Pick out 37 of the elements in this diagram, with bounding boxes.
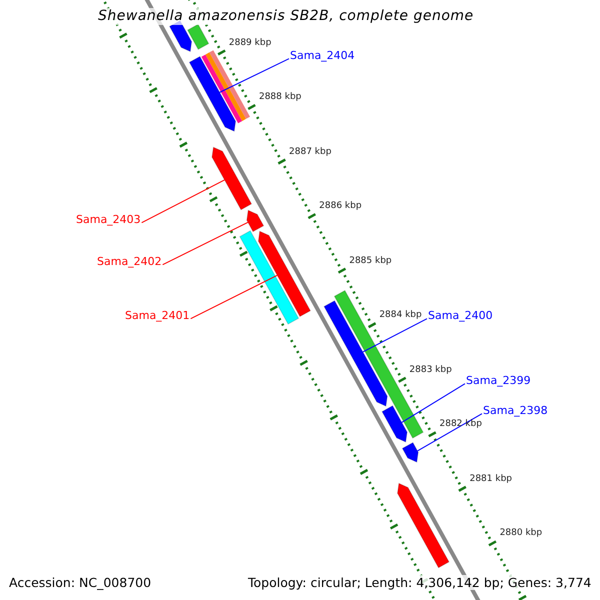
leader-line: [219, 58, 290, 93]
scale-label: 2883 kbp: [409, 364, 452, 376]
gene-feature: [211, 146, 252, 210]
gene-label: Sama_2399: [466, 374, 531, 387]
accession-text: Accession: NC_008700: [9, 574, 152, 590]
scale-label: 2884 kbp: [379, 310, 422, 322]
gene-feature: [402, 442, 419, 463]
leader-line: [162, 222, 248, 266]
gene-feature: [239, 230, 300, 325]
scale-label: 2887 kbp: [289, 146, 332, 158]
leader-line: [141, 179, 226, 224]
scale-label: 2885 kbp: [349, 256, 392, 267]
scale-label: 2886 kbp: [319, 201, 362, 212]
gene-feature: [396, 482, 450, 568]
gene-feature: [246, 210, 264, 232]
leader-line: [190, 274, 278, 320]
title: Shewanella amazonensis SB2B, complete genome: [98, 8, 474, 25]
genome-summary-text: Topology: circular; Length: 4,306,142 bp; Genes: 3,774: [248, 574, 592, 590]
gene-label: Sama_2398: [483, 404, 548, 417]
gene-feature: [381, 405, 408, 443]
leader-line: [401, 383, 466, 423]
gene-feature: [258, 230, 312, 318]
gene-label: Sama_2403: [76, 212, 141, 226]
gene-feature: [201, 50, 250, 124]
gene-label: Sama_2404: [290, 48, 355, 62]
scale-label: 2888 kbp: [258, 92, 302, 103]
scale-label: 2882 kbp: [440, 419, 482, 430]
gene-label: Sama_2401: [125, 308, 190, 322]
scale-label: 2880 kbp: [500, 528, 542, 540]
scale-label: 2889 kbp: [228, 38, 272, 48]
gene-feature: [186, 24, 210, 50]
gene-label: Sama_2402: [97, 254, 162, 268]
gene-label: Sama_2400: [428, 308, 493, 322]
gene-feature: [188, 56, 236, 132]
leader-line: [362, 318, 428, 352]
scale-label: 2881 kbp: [470, 474, 512, 485]
leader-line: [416, 413, 482, 452]
